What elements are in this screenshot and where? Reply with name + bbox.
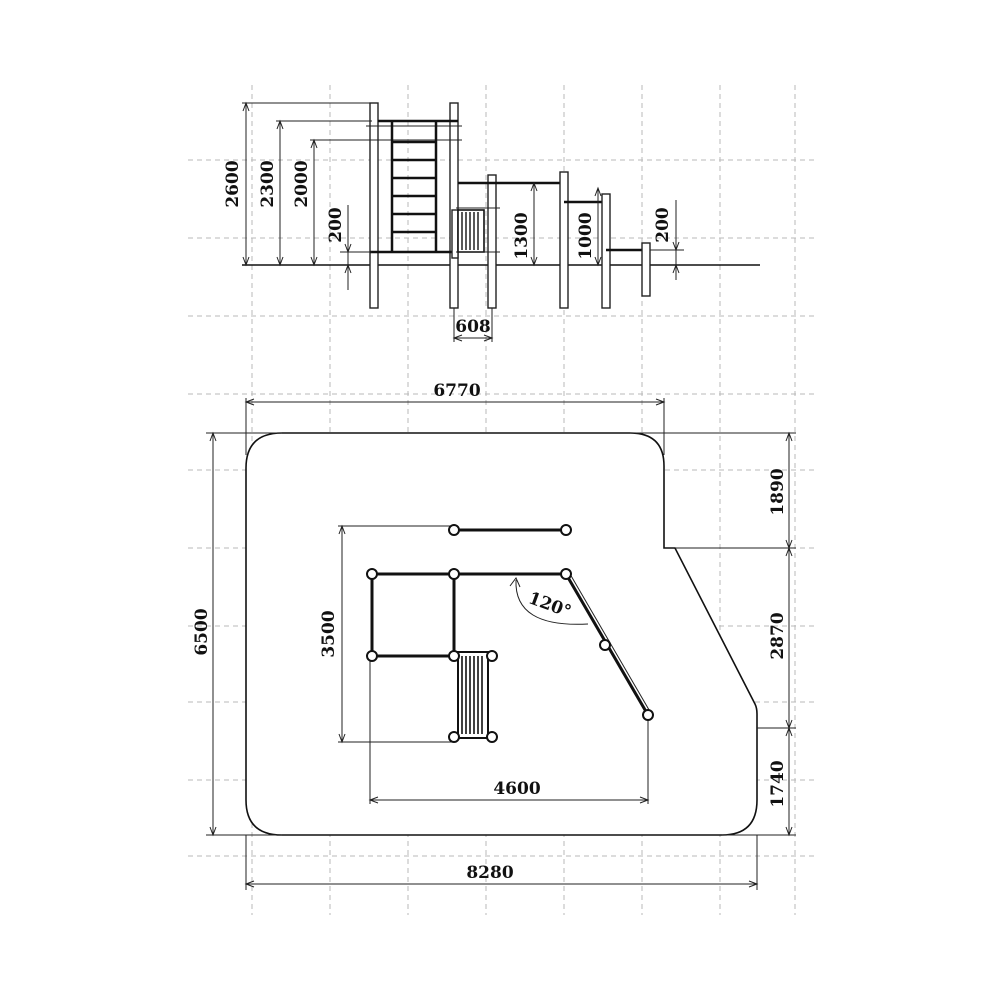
dim-2300: 2300 — [258, 160, 278, 207]
dim-6500: 6500 — [192, 608, 212, 655]
plan-bench — [457, 651, 489, 739]
dim-1890: 1890 — [768, 468, 788, 515]
elevation-dimensions: 2600 2300 2000 200 1300 — [223, 101, 684, 342]
dim-2600: 2600 — [223, 160, 243, 207]
safety-area-outline — [245, 432, 758, 836]
post-1300 — [559, 171, 569, 309]
post-200 — [641, 242, 651, 297]
bench-post — [487, 174, 497, 309]
plan-inner-dimension-lines — [338, 525, 649, 804]
bench-unit — [451, 174, 500, 309]
dim-3500: 3500 — [319, 610, 339, 657]
ladder-post-right — [449, 102, 459, 309]
dim-8280: 8280 — [466, 863, 513, 883]
post-nodes — [366, 524, 654, 743]
dim-200-right: 200 — [653, 207, 673, 243]
ladder-post-left — [369, 102, 379, 309]
dim-608: 608 — [455, 317, 491, 337]
ladder-rungs — [392, 140, 436, 234]
dim-2870: 2870 — [768, 612, 788, 659]
elevation-view: 2600 2300 2000 200 1300 — [223, 101, 760, 342]
dim-1300: 1300 — [512, 212, 532, 259]
dim-4600: 4600 — [493, 779, 540, 799]
dim-1000: 1000 — [576, 212, 596, 259]
dim-200-left: 200 — [326, 207, 346, 243]
plan-view: 3500 4600 — [192, 381, 796, 890]
dim-2000: 2000 — [292, 160, 312, 207]
angle-arc — [515, 579, 589, 625]
ladder-frame — [366, 102, 462, 309]
dim-1740: 1740 — [768, 760, 788, 807]
dim-6770: 6770 — [433, 381, 480, 401]
